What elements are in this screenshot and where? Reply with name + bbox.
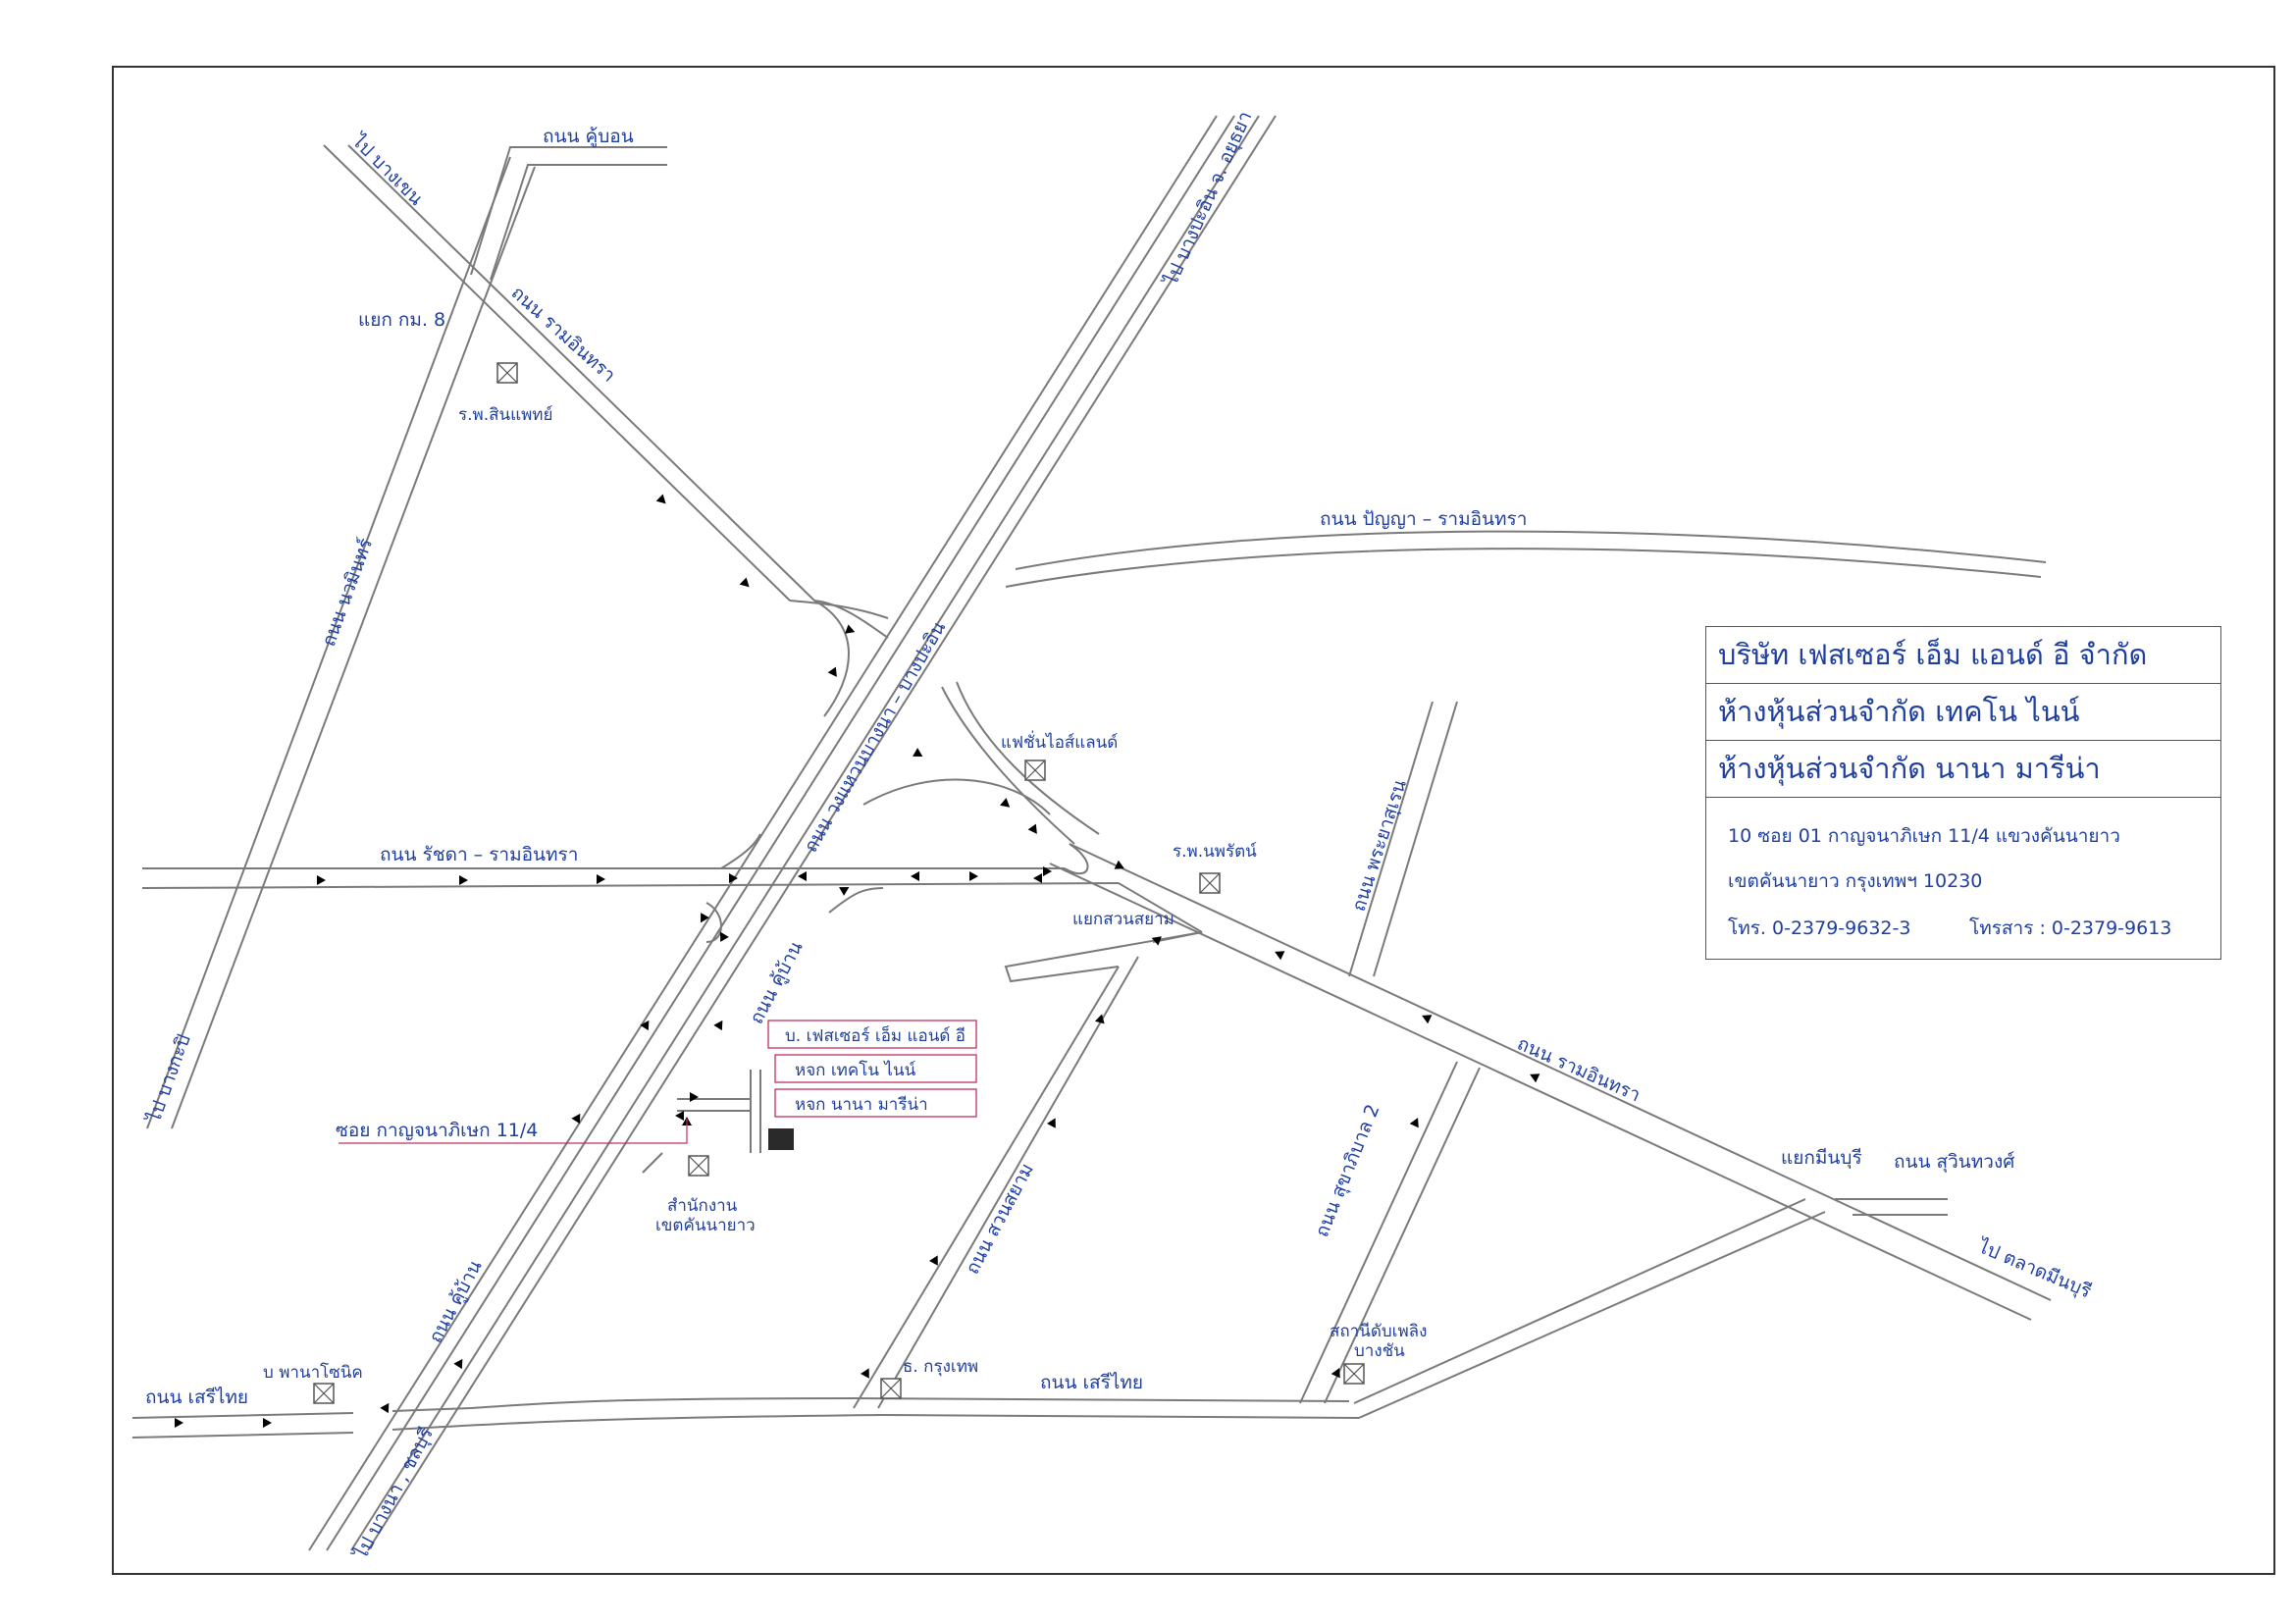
landmark-district-office-icon [688,1155,709,1177]
tag-fesser: บ. เฟสเซอร์ เอ็ม แอนด์ อี [785,1024,965,1046]
tag-techno: หจก เทคโน ไนน์ [795,1060,916,1080]
label-road-ramintra-lower: ถนน รามอินทรา [1514,1032,1644,1106]
company-name-2: ห้างหุ้นส่วนจำกัด เทคโน ไนน์ [1706,684,2220,741]
label-fashion-island: แฟชั่นไอส์แลนด์ [1001,730,1118,753]
label-road-kuuban-upper: ถนน คู้บ้าน [746,938,808,1028]
road-district-office [642,1152,663,1174]
label-junction-km8: แยก กม. 8 [358,309,445,331]
landmark-nopparat-icon [1199,872,1221,894]
road-ramintra [323,144,2052,1321]
label-panasonic: บ พานาโซนิค [263,1362,363,1383]
label-road-kuuban-lower: ถนน คู้บ้าน [425,1257,487,1347]
label-hosp-nopparat: ร.พ.นพรัตน์ [1173,842,1257,862]
label-road-kuubon: ถนน คู้บอน [543,126,634,147]
landmark-panasonic-icon [313,1383,335,1404]
company-fax: โทรสาร : 0-2379-9613 [1969,917,2172,939]
label-junction-minburi: แยกมีนบุรี [1781,1147,1862,1170]
landmark-fire-station-icon [1343,1363,1365,1385]
label-soi-kanchana: ซอย กาญจนาภิเษก 11/4 [336,1120,538,1141]
company-phone: โทร. 0-2379-9632-3 [1728,917,1911,939]
company-name-3: ห้างหุ้นส่วนจำกัด นานา มารีน่า [1706,741,2220,798]
label-to-bangpain: ไป บางปะอิน จ. อยุธยา [1160,108,1258,290]
label-road-outer-ring: ถนน วงแหวนบางนา – บางปะอิน [800,618,950,857]
road-sukhaphiban2 [1299,1061,1481,1404]
road-suwinthawong [1835,1198,1948,1216]
label-road-nawamin: ถนน นวมินทร์ [318,536,377,650]
company-address-line2: เขตคันนายาว กรุงเทพฯ 10230 [1728,870,1983,892]
label-road-serithai-left: ถนน เสรีไทย [145,1387,248,1408]
label-district-office-1: สำนักงาน [667,1196,738,1216]
label-road-suwinthawong: ถนน สุวินทวงศ์ [1894,1151,2014,1174]
road-interchange-ramps [705,600,1203,943]
tag-nana: หจก นานา มารีน่า [795,1095,928,1115]
company-info-box: บริษัท เฟสเซอร์ เอ็ม แอนด์ อี จำกัด ห้าง… [1705,626,2221,960]
road-outer-ring [308,115,1277,1551]
label-road-serithai-mid: ถนน เสรีไทย [1040,1372,1143,1393]
road-minburi-link [1353,1198,1826,1419]
label-bangkok-bank: ธ. กรุงเทพ [903,1357,978,1377]
traffic-arrows [160,484,1553,1428]
label-fire-station-1: สถานีดับเพลิง [1330,1322,1427,1341]
landmark-sinphaet-icon [496,362,518,384]
map-border [112,66,2275,1575]
company-building-marker [768,1128,794,1150]
road-serithai [131,1396,1360,1439]
label-to-bangkapi: ไป บางกะปิ [142,1031,194,1126]
road-nawamin [146,156,536,1129]
label-junction-suansiam: แยกสวนสยาม [1072,910,1174,929]
label-road-phrayasuren: ถนน พระยาสุเรน [1348,777,1412,915]
soi-pointer [339,1119,688,1144]
road-soi-kanchana [677,1070,761,1153]
label-to-bangkhen: ไป บางเขน [346,130,427,210]
road-phrayasuren [1348,701,1458,977]
company-name-1: บริษัท เฟสเซอร์ เอ็ม แอนด์ อี จำกัด [1706,627,2220,684]
road-kuubon [470,146,667,281]
road-panya-ramintra [1005,530,2047,588]
label-fire-station-2: บางชัน [1354,1341,1405,1361]
company-tags [767,1020,977,1118]
road-ratchada-ramintra [141,867,1120,889]
landmark-fashion-island-icon [1024,759,1046,781]
label-road-ratchada-ramintra: ถนน รัชดา – รามอินทรา [380,844,578,865]
label-road-sukhaphiban2: ถนน สุขาภิบาล 2 [1311,1101,1384,1240]
label-road-ramintra-upper: ถนน รามอินทรา [507,282,620,386]
label-hosp-sinphaet: ร.พ.สินแพทย์ [458,405,552,425]
road-suansiam [853,931,1203,1409]
landmark-bangkok-bank-icon [880,1378,902,1399]
label-road-suansiam: ถนน สวนสยาม [962,1160,1038,1278]
label-district-office-2: เขตคันนายาว [655,1216,756,1235]
company-address-line1: 10 ซอย 01 กาญจนาภิเษก 11/4 แขวงคันนายาว [1728,825,2120,847]
label-road-panya-ramintra: ถนน ปัญญา – รามอินทรา [1320,508,1527,530]
